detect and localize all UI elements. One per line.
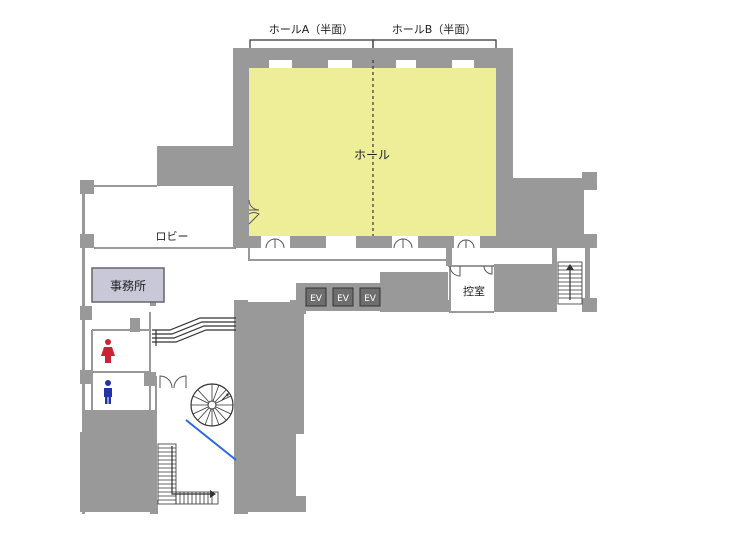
- ev-label: EV: [310, 294, 323, 304]
- control-room-label: 控室: [463, 284, 485, 298]
- ev-label: EV: [364, 294, 377, 304]
- hall-a-dimension: [249, 39, 374, 48]
- thin-walls: [83, 185, 496, 500]
- elevator-icon[interactable]: EV: [305, 287, 327, 307]
- female-toilet-icon: [101, 339, 115, 363]
- hall-doors: [248, 199, 493, 277]
- office-label: 事務所: [110, 279, 146, 293]
- stairs-icon: [152, 317, 236, 346]
- male-toilet-icon: [104, 380, 112, 404]
- office-room[interactable]: [91, 267, 165, 303]
- spiral-staircase-icon: [190, 383, 234, 427]
- hall-b-label: ホールB（半面）: [392, 22, 477, 36]
- stairs-icon: [157, 443, 219, 505]
- hall-a-label: ホールA（半面）: [269, 22, 354, 36]
- elevator-bank: EV EV EV: [296, 283, 382, 311]
- elevator-icon[interactable]: EV: [359, 287, 381, 307]
- hall-label: ホール: [354, 148, 390, 162]
- ev-label: EV: [337, 294, 350, 304]
- elevator-icon[interactable]: EV: [332, 287, 354, 307]
- stairs-icon: [557, 261, 583, 305]
- lobby-label: ロビー: [156, 230, 189, 243]
- glass-wall-line: [185, 419, 237, 461]
- hall-b-dimension: [372, 39, 497, 48]
- small-doors: [159, 375, 187, 389]
- walls: [80, 48, 597, 514]
